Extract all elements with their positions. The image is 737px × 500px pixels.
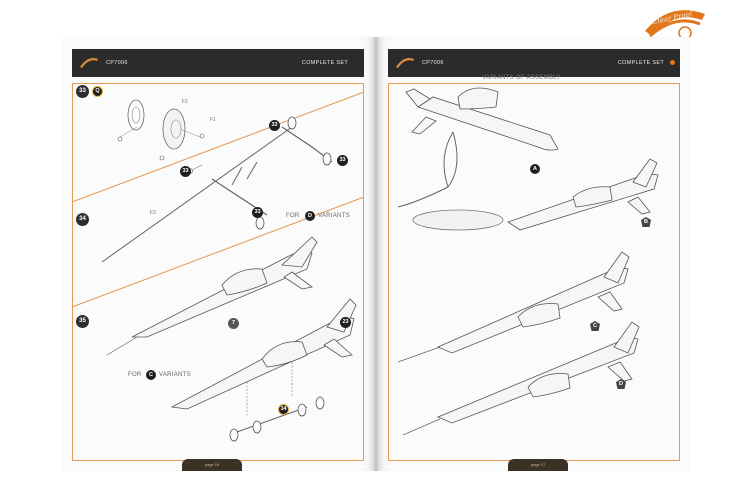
right-header: CP7006 COMPLETE SET: [388, 49, 680, 77]
callout-33: 33: [180, 166, 191, 177]
part-f1: F1: [210, 117, 216, 123]
header-logo-icon: [80, 58, 98, 68]
header-logo-icon: [396, 58, 414, 68]
callout-q: Q: [92, 86, 103, 97]
variants-title: VARIANTS OF ASSEMBLY: [482, 75, 561, 81]
callout-33: 33: [252, 207, 263, 218]
variant-badge-c: C: [146, 370, 156, 380]
callout-34: 34: [278, 404, 289, 415]
instruction-booklet: CP7006 COMPLETE SET: [62, 37, 690, 471]
page-number: page 16: [182, 459, 242, 471]
callout-33: 33: [337, 155, 348, 166]
left-page: CP7006 COMPLETE SET: [62, 37, 374, 471]
set-label: COMPLETE SET: [617, 60, 664, 66]
part-f2: F2: [182, 99, 188, 105]
step-34: 34: [76, 213, 89, 226]
callout-33: 33: [269, 120, 280, 131]
variant-a-badge: A: [530, 164, 540, 174]
variant-b-badge: B: [641, 217, 651, 227]
variant-c-badge: C: [590, 321, 600, 331]
kit-code: CP7006: [106, 60, 128, 66]
page-number: page 17: [508, 459, 568, 471]
right-page: CP7006 COMPLETE SET VARIANTS OF ASSEMBLY: [378, 37, 690, 471]
part-f3: F3: [150, 210, 156, 216]
variant-badge-d: D: [305, 211, 315, 221]
kit-code: CP7006: [422, 60, 444, 66]
callout-7: 7: [228, 318, 239, 329]
step-35: 35: [76, 315, 89, 328]
accent-dot: [670, 60, 675, 65]
booklet-spine: [374, 37, 378, 471]
set-label: COMPLETE SET: [301, 60, 348, 66]
variant-d-badge: D: [616, 379, 626, 389]
step-33: 33: [76, 85, 89, 98]
left-header: CP7006 COMPLETE SET: [72, 49, 364, 77]
callout-23: 23: [340, 317, 351, 328]
right-variants-drawing: [397, 87, 659, 436]
left-assembly-drawing: [71, 91, 365, 442]
